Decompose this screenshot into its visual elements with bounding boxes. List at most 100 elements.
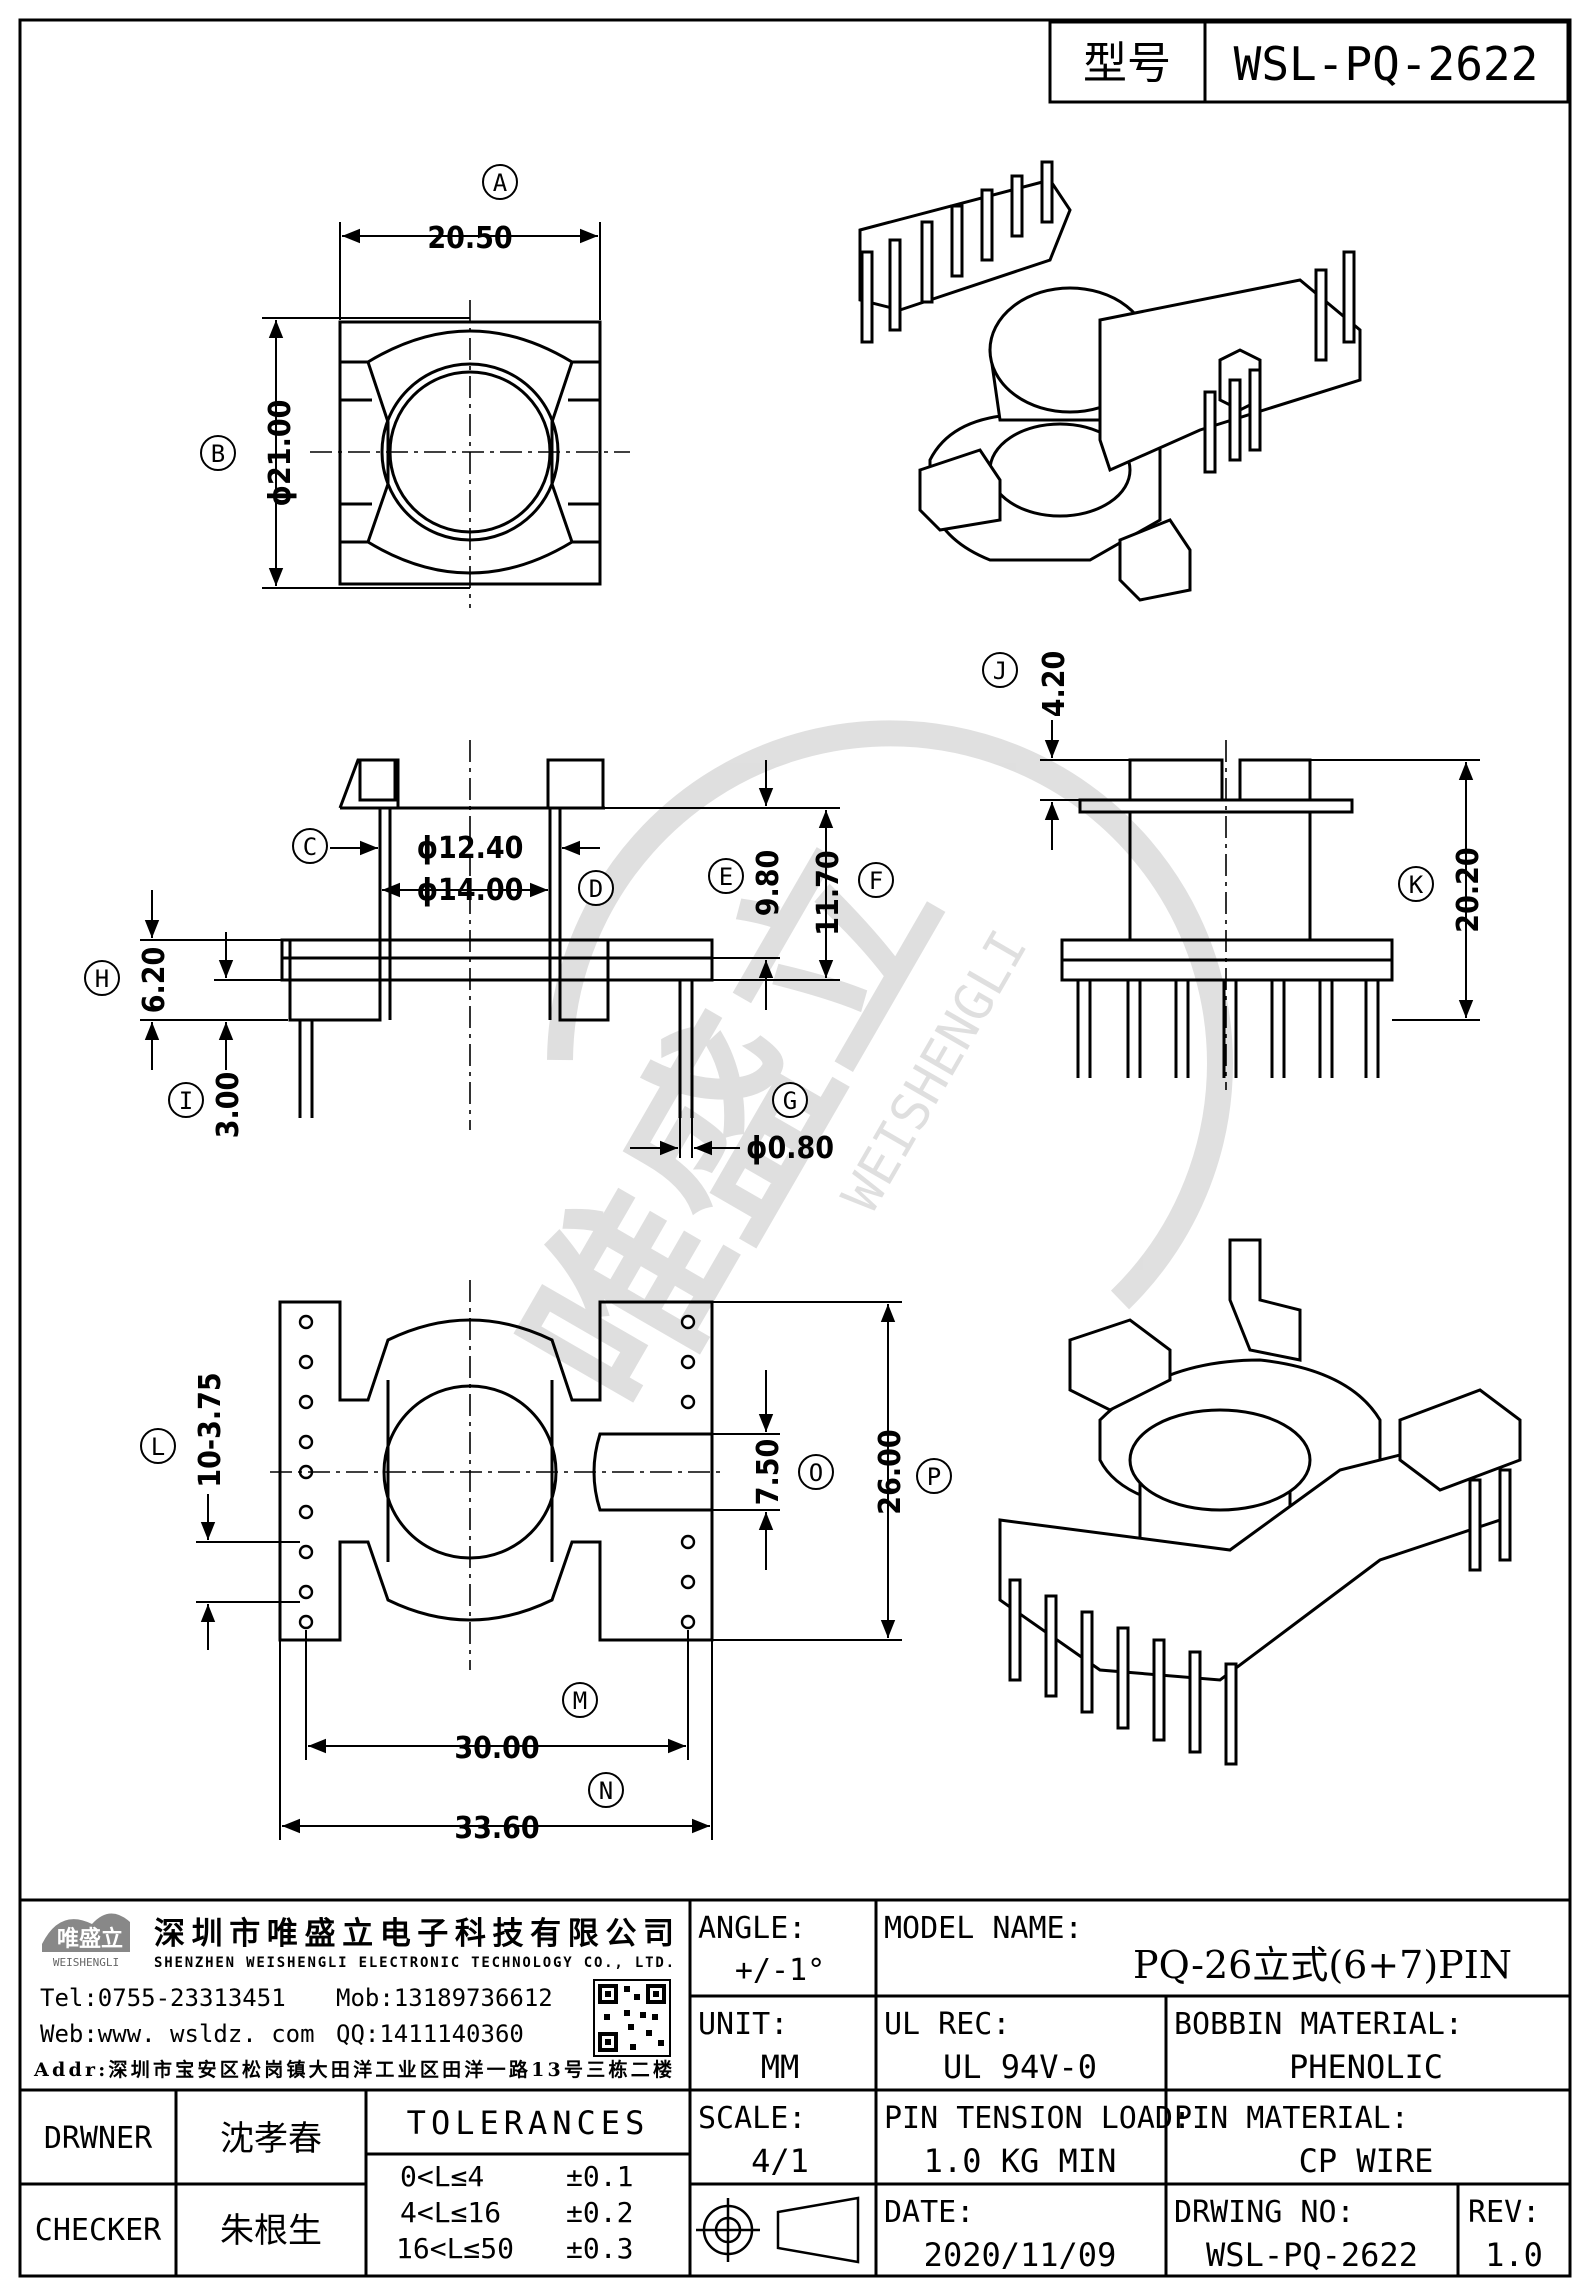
tolerances-title: TOLERANCES <box>407 2104 650 2142</box>
tol-value-3: ±0.3 <box>566 2232 633 2265</box>
dim-N <box>279 1640 713 1840</box>
company-name-cn: 深圳市唯盛立电子科技有限公司 <box>154 1916 674 1952</box>
dim-C-tag: C <box>303 833 317 861</box>
dim-D-tag: D <box>589 875 603 903</box>
dim-I-tag-circle <box>168 1082 204 1118</box>
company-mob: Mob:13189736612 <box>336 1984 553 2012</box>
date-value: 2020/11/09 <box>924 2236 1117 2274</box>
part-number: WSL-PQ-2622 <box>1234 37 1539 91</box>
dim-B-value: ϕ21.00 <box>263 400 298 507</box>
pin-material-value: CP WIRE <box>1299 2142 1434 2180</box>
dim-A <box>339 222 601 320</box>
dim-A-value: 20.50 <box>427 221 512 256</box>
dim-N-tag: N <box>599 1777 613 1805</box>
iso-view-2-pins <box>1008 1468 1512 1766</box>
company-web: Web:www. wsldz. com <box>40 2020 315 2048</box>
tol-range-3: 16<L≤50 <box>396 2232 514 2265</box>
scale-value: 4/1 <box>751 2142 809 2180</box>
header-box: 型号 WSL-PQ-2622 <box>1048 20 1570 104</box>
side-view-2-pins <box>1076 980 1380 1078</box>
tol-value-2: ±0.2 <box>566 2196 633 2229</box>
dim-C-value: ϕ12.40 <box>417 831 524 866</box>
company-logo-sub: WEISHENGLI <box>53 1956 119 1969</box>
dim-E-value: 9.80 <box>751 850 786 917</box>
dim-H-value: 6.20 <box>137 947 172 1014</box>
company-logo: 唯盛立 WEISHENGLI <box>42 1913 130 1969</box>
company-qq: QQ:1411140360 <box>336 2020 524 2048</box>
dim-D-value: ϕ14.00 <box>417 873 524 908</box>
ul-rec-label: UL REC: <box>884 2007 1010 2042</box>
dim-K-tag: K <box>1409 871 1424 899</box>
model-name-label: MODEL NAME: <box>884 1911 1083 1946</box>
dim-J <box>1040 720 1130 850</box>
dim-P-tag: P <box>927 1463 941 1491</box>
dim-L <box>196 1494 300 1650</box>
dim-K-tag-circle <box>1398 866 1434 902</box>
outer-frame <box>18 18 1572 2278</box>
qr-code <box>593 1979 671 2057</box>
dim-N-value: 33.60 <box>454 1811 539 1846</box>
dim-F <box>560 807 840 981</box>
company-name-en: SHENZHEN WEISHENGLI ELECTRONIC TECHNOLOG… <box>154 1955 674 1971</box>
bottom-view-centerlines <box>270 1280 720 1670</box>
iso-view-1-pins <box>860 160 1356 474</box>
dim-J-tag: J <box>993 657 1007 685</box>
scale-label: SCALE: <box>698 2101 806 2136</box>
dim-O <box>694 1370 780 1570</box>
dim-I <box>214 932 290 1070</box>
dim-K <box>1310 759 1480 1021</box>
dim-M-tag: M <box>573 1687 587 1715</box>
company-logo-text: 唯盛立 <box>57 1926 123 1952</box>
dim-J-value: 4.20 <box>1037 651 1072 718</box>
title-block-grid <box>20 1898 1570 2276</box>
tol-range-2: 4<L≤16 <box>400 2196 501 2229</box>
projection-symbol-icon <box>696 2196 860 2264</box>
side-view-2 <box>1060 758 1394 982</box>
dim-J-tag-circle <box>982 652 1018 688</box>
tol-range-1: 0<L≤4 <box>400 2160 484 2193</box>
angle-value: +/-1° <box>735 1953 825 1988</box>
iso-view-2 <box>998 1238 1522 1682</box>
dim-E-tag-circle <box>708 858 744 894</box>
drawer-label: DRWNER <box>44 2121 153 2156</box>
dim-G <box>630 1118 740 1158</box>
unit-value: MM <box>761 2048 800 2086</box>
dim-F-tag-circle <box>858 862 894 898</box>
dim-I-value: 3.00 <box>211 1072 246 1139</box>
dim-O-value: 7.50 <box>751 1439 786 1506</box>
dim-B <box>262 317 470 589</box>
dim-E-tag: E <box>719 863 733 891</box>
dim-A-tag: A <box>493 169 508 197</box>
checker-value: 朱根生 <box>220 2211 322 2251</box>
dim-N-tag-circle <box>588 1772 624 1808</box>
rev-value: 1.0 <box>1485 2236 1543 2274</box>
dim-M-value: 30.00 <box>454 1731 539 1766</box>
dim-F-value: 11.70 <box>811 850 846 935</box>
drawer-value: 沈孝春 <box>220 2119 322 2159</box>
dim-H-tag-circle <box>84 960 120 996</box>
dim-H <box>140 890 288 1070</box>
drawing-no-value: WSL-PQ-2622 <box>1206 2236 1418 2274</box>
model-name-value: PQ-26立式(6+7)PIN <box>1133 1943 1512 1987</box>
dim-G-tag-circle <box>772 1082 808 1118</box>
top-view-centerlines <box>310 300 630 608</box>
ul-rec-value: UL 94V-0 <box>943 2048 1097 2086</box>
bobbin-material-label: BOBBIN MATERIAL: <box>1174 2007 1463 2042</box>
dim-K-value: 20.20 <box>1451 847 1486 932</box>
pin-material-label: PIN MATERIAL: <box>1174 2101 1409 2136</box>
dim-C-tag-circle <box>292 828 328 864</box>
unit-label: UNIT: <box>698 2007 788 2042</box>
dim-L-tag: L <box>151 1433 165 1461</box>
dim-P <box>712 1301 902 1641</box>
dim-M-tag-circle <box>562 1682 598 1718</box>
checker-label: CHECKER <box>35 2213 162 2248</box>
iso-view-1 <box>858 178 1362 602</box>
pin-tension-value: 1.0 KG MIN <box>924 2142 1117 2180</box>
pin-tension-label: PIN TENSION LOAD: <box>884 2101 1191 2136</box>
type-label: 型号 <box>1083 38 1171 89</box>
company-address: Addr:深圳市宝安区松岗镇大田洋工业区田洋一路13号三栋二楼 <box>33 2058 672 2081</box>
dim-L-tag-circle <box>140 1428 176 1464</box>
date-label: DATE: <box>884 2195 974 2230</box>
dim-F-tag: F <box>869 867 883 895</box>
